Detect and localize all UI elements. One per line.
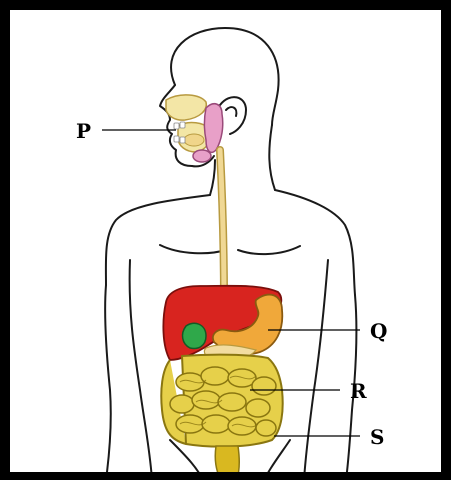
- small-intestine: [170, 367, 276, 436]
- gallbladder: [183, 323, 206, 348]
- label-p: P: [76, 119, 91, 143]
- label-s: S: [370, 425, 384, 449]
- label-q: Q: [370, 319, 387, 343]
- rectum: [215, 446, 239, 480]
- label-r: R: [350, 379, 367, 403]
- digestive-system-diagram: P Q R S: [10, 10, 451, 480]
- tongue: [184, 134, 204, 146]
- nasal-cavity: [166, 95, 206, 120]
